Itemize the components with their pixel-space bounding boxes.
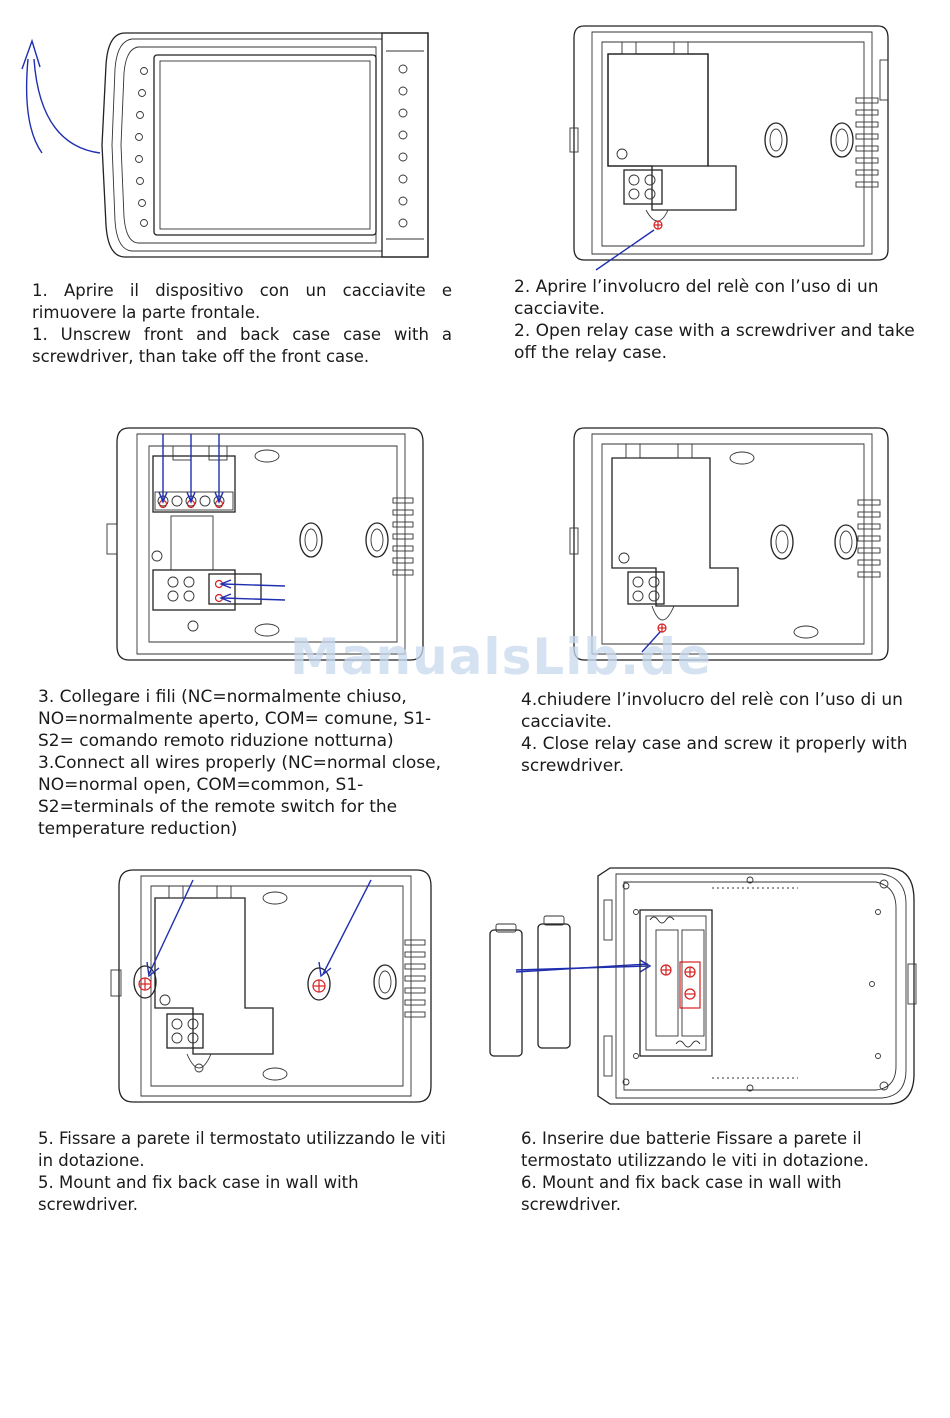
caption-step-4-it: 4.chiudere l’involucro del relè con l’us… [521, 690, 903, 732]
caption-step-6-en: 6. Mount and fix back case in wall with … [521, 1173, 842, 1214]
figure-step-5 [105, 862, 445, 1112]
figure-step-4 [560, 420, 900, 670]
figure-step-1 [20, 25, 440, 270]
caption-step-6-it: 6. Inserire due batterie Fissare a paret… [521, 1129, 869, 1170]
caption-step-2-en: 2. Open relay case with a screwdriver an… [514, 321, 915, 363]
caption-step-1-en: 1. Unscrew front and back case case with… [32, 325, 452, 366]
figure-step-2 [560, 20, 900, 275]
caption-step-2: 2. Aprire l’involucro del relè con l’uso… [514, 276, 934, 364]
caption-step-1: 1. Aprire il dispositivo con un cacciavi… [32, 280, 452, 368]
caption-step-5-it: 5. Fissare a parete il termostato utiliz… [38, 1129, 446, 1170]
figure-step-3 [105, 420, 435, 670]
figure-step-6 [480, 860, 920, 1110]
caption-step-4-en: 4. Close relay case and screw it properl… [521, 734, 908, 776]
caption-step-2-it: 2. Aprire l’involucro del relè con l’uso… [514, 277, 879, 319]
caption-step-5: 5. Fissare a parete il termostato utiliz… [38, 1128, 463, 1216]
caption-step-1-it: 1. Aprire il dispositivo con un cacciavi… [32, 281, 452, 322]
caption-step-4: 4.chiudere l’involucro del relè con l’us… [521, 689, 931, 777]
caption-step-3-it: 3. Collegare i fili (NC=normalmente chiu… [38, 687, 432, 751]
caption-step-3: 3. Collegare i fili (NC=normalmente chiu… [38, 686, 458, 840]
caption-step-5-en: 5. Mount and fix back case in wall with … [38, 1173, 359, 1214]
caption-step-3-en: 3.Connect all wires properly (NC=normal … [38, 753, 442, 839]
caption-step-6: 6. Inserire due batterie Fissare a paret… [521, 1128, 931, 1216]
watermark-text: ManualsLib.de [290, 628, 712, 686]
